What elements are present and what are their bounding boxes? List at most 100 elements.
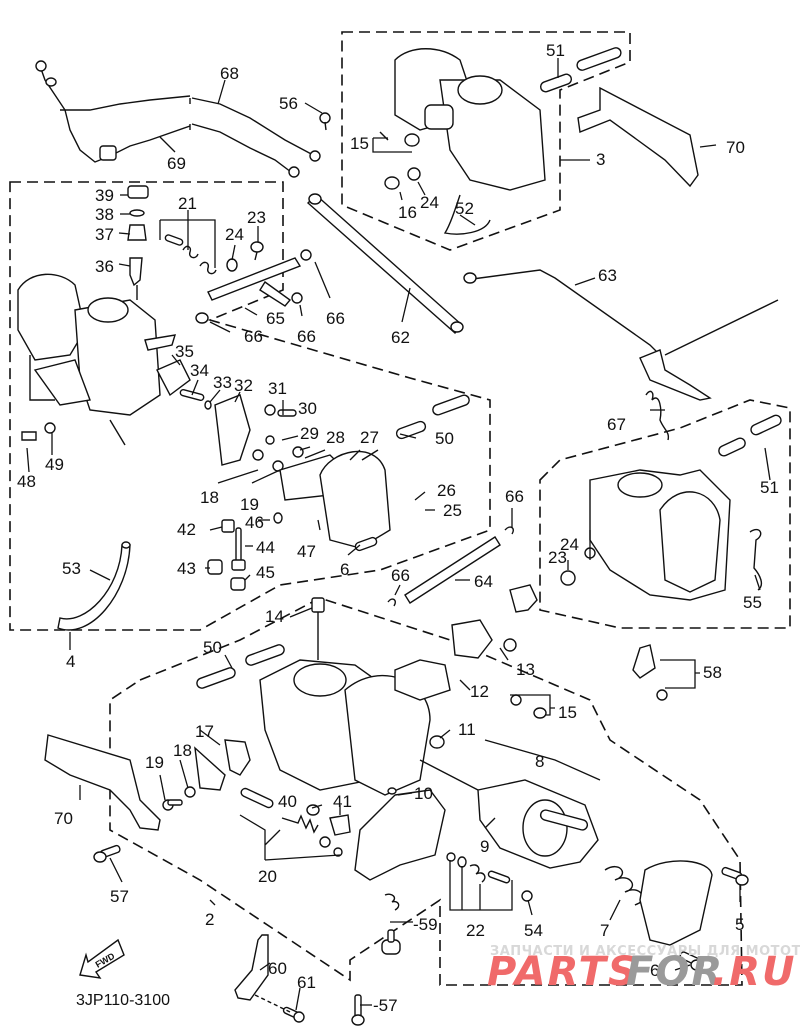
- callout-8: 8: [535, 752, 544, 771]
- hoses-68-69: [35, 60, 321, 178]
- callout-54: 54: [524, 921, 543, 940]
- callout-23: 23: [247, 208, 266, 227]
- callout-27: 27: [360, 428, 379, 447]
- callout-19: 19: [145, 753, 164, 772]
- small-parts-22-59: [93, 844, 533, 1026]
- small-parts-42-47: [57, 512, 378, 631]
- callout-50: 50: [203, 638, 222, 657]
- callout-14: 14: [265, 607, 284, 626]
- callout-15: 15: [350, 134, 369, 153]
- callout-2: 2: [205, 910, 214, 929]
- callout-31: 31: [268, 379, 287, 398]
- pipes-65: [195, 249, 312, 324]
- callout-11: 11: [458, 720, 476, 739]
- watermark-logo-part1: PARTS: [487, 949, 639, 995]
- callout-51: 51: [760, 478, 779, 497]
- carburetor-right: [560, 469, 763, 701]
- callout-26: 26: [437, 481, 456, 500]
- callout-70: 70: [54, 809, 73, 828]
- callout-64: 64: [474, 572, 493, 591]
- callout-labels: 68 69 56 51 70 3 15 16 24 52 39 38 37 36…: [17, 41, 779, 1015]
- callout-66: 66: [326, 309, 345, 328]
- callout-51: 51: [546, 41, 565, 60]
- bracket-70-top: [577, 86, 699, 188]
- callout-36: 36: [95, 257, 114, 276]
- boundary-assembly-3: [341, 31, 631, 251]
- callout-57: -57: [373, 996, 398, 1015]
- watermark-tagline: ЗАПЧАСТИ И АКСЕССУАРЫ ДЛЯ МОТОТЕХНИКИ: [490, 944, 800, 959]
- callout-50: 50: [435, 429, 454, 448]
- forward-arrow-icon: FWD: [79, 938, 125, 979]
- diaphragm-cover-7: [604, 860, 749, 971]
- spring-67: [645, 390, 670, 441]
- callout-24: 24: [420, 193, 439, 212]
- callout-55: 55: [743, 593, 762, 612]
- callout-12: 12: [470, 682, 489, 701]
- callout-3: 3: [596, 150, 605, 169]
- callout-10: 10: [414, 784, 433, 803]
- callout-24: 24: [560, 535, 579, 554]
- callout-43: 43: [177, 559, 196, 578]
- callout-23: 23: [548, 548, 567, 567]
- callout-15: 15: [558, 703, 577, 722]
- carburetor-main: [259, 584, 547, 796]
- callout-60: 60: [268, 959, 287, 978]
- callout-62: 62: [391, 328, 410, 347]
- callout-56: 56: [279, 94, 298, 113]
- callout-20: 20: [258, 867, 277, 886]
- watermark: ЗАПЧАСТИ И АКСЕССУАРЫ ДЛЯ МОТОТЕХНИКИ PA…: [487, 944, 800, 995]
- callout-40: 40: [278, 792, 297, 811]
- choke-rod-63: [463, 269, 779, 401]
- callout-70: 70: [726, 138, 745, 157]
- leader-lines: [26, 58, 771, 1011]
- callout-57: 57: [110, 887, 129, 906]
- callout-53: 53: [62, 559, 81, 578]
- callout-66: 66: [505, 487, 524, 506]
- callout-22: 22: [466, 921, 485, 940]
- callout-19: 19: [240, 495, 259, 514]
- callout-35: 35: [175, 342, 194, 361]
- callout-46: 46: [245, 513, 264, 532]
- callout-25: 25: [443, 501, 462, 520]
- callout-39: 39: [95, 186, 114, 205]
- link-rod-62: [306, 193, 464, 334]
- diagram-code: 3JP110-3100: [76, 992, 170, 1009]
- callout-42: 42: [177, 520, 196, 539]
- callout-18: 18: [200, 488, 219, 507]
- callout-49: 49: [45, 455, 64, 474]
- callout-30: 30: [298, 399, 317, 418]
- callout-6: 6: [650, 961, 659, 980]
- callout-16: 16: [398, 203, 417, 222]
- callout-68: 68: [220, 64, 239, 83]
- carburetor-top: [319, 47, 622, 235]
- lever-60-61: [234, 934, 305, 1023]
- callout-66: 66: [244, 327, 263, 346]
- callout-66: 66: [297, 327, 316, 346]
- callout-4: 4: [66, 652, 75, 671]
- callout-34: 34: [190, 361, 209, 380]
- callout-37: 37: [95, 225, 114, 244]
- callout-7: 7: [600, 921, 609, 940]
- callout-13: 13: [516, 660, 535, 679]
- connector-pipes: [196, 394, 782, 689]
- watermark-logo-part2: FOR: [626, 949, 724, 995]
- watermark-logo-part3: .RU: [712, 949, 796, 995]
- callout-41: 41: [333, 792, 352, 811]
- callout-59: -59: [413, 915, 438, 934]
- callout-48: 48: [17, 472, 36, 491]
- piston-8-9: [354, 759, 599, 881]
- callout-44: 44: [256, 538, 275, 557]
- callout-18: 18: [173, 741, 192, 760]
- boundary-assembly-4: [9, 181, 491, 631]
- callout-32: 32: [234, 376, 253, 395]
- boundary-assembly-right: [539, 399, 791, 629]
- choke-parts: [162, 739, 351, 857]
- callout-33: 33: [213, 373, 232, 392]
- linkage-parts: [156, 359, 391, 549]
- callout-5: 5: [735, 915, 744, 934]
- callout-24: 24: [225, 225, 244, 244]
- carburetor-left: [17, 185, 264, 446]
- callout-66: 66: [391, 566, 410, 585]
- callout-9: 9: [480, 837, 489, 856]
- callout-58: 58: [703, 663, 722, 682]
